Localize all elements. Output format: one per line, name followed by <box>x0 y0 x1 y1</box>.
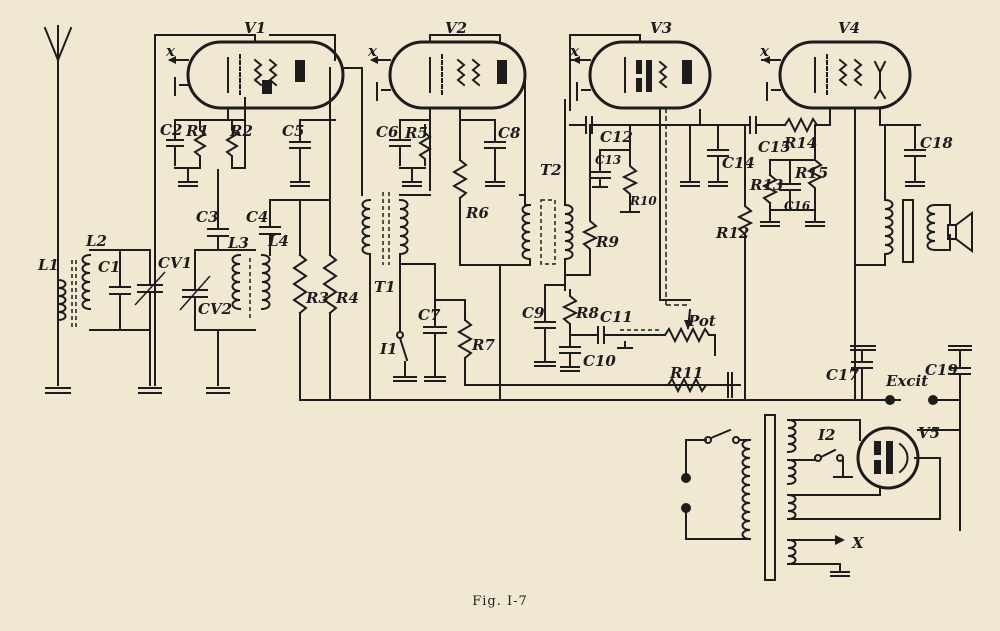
transformer-t2 <box>521 99 574 291</box>
label-c18: C18 <box>920 134 953 152</box>
resistor-r6 <box>452 107 531 266</box>
label-l4: L4 <box>267 232 289 250</box>
label-r13: R13 <box>749 176 783 194</box>
label-v1: V1 <box>244 19 266 37</box>
resistors-r3-r4 <box>292 67 338 401</box>
label-r2: R2 <box>229 122 253 140</box>
label-c3: C3 <box>196 208 218 226</box>
label-x-output: X <box>851 534 865 552</box>
label-c13: C13 <box>595 153 621 167</box>
tube-v1 <box>154 34 363 386</box>
potentiometer <box>659 99 733 398</box>
c7-r7 <box>423 299 741 386</box>
coil-l1 <box>56 260 77 330</box>
figure-caption: Fig. I-7 <box>472 594 528 609</box>
label-cv1: CV1 <box>158 254 192 272</box>
label-r5: R5 <box>404 124 428 142</box>
label-c17: C17 <box>826 366 859 384</box>
v4-input-network <box>699 107 831 401</box>
label-c5: C5 <box>282 122 304 140</box>
coil-l2 <box>81 249 166 386</box>
label-r1: R1 <box>185 122 209 140</box>
label-c2: C2 <box>160 121 182 139</box>
label-l1: L1 <box>37 256 59 274</box>
label-c10: C10 <box>583 352 616 370</box>
tube-v3 <box>569 34 712 126</box>
capacitor-c8 <box>459 119 506 187</box>
label-r11: R11 <box>669 364 703 382</box>
tube-v2 <box>370 34 527 196</box>
capacitor-c18 <box>904 124 926 187</box>
label-r9: R9 <box>595 233 619 251</box>
label-c7: C7 <box>418 306 441 324</box>
transformer-t1 <box>361 192 436 401</box>
label-r4: R4 <box>335 289 359 307</box>
coil-l3-l4 <box>179 169 331 386</box>
label-i1: I1 <box>379 340 397 358</box>
label-r6: R6 <box>465 204 489 222</box>
label-pot: Pot <box>687 312 716 330</box>
label-c14: C14 <box>722 154 755 172</box>
label-excit: Excit <box>885 372 928 390</box>
label-v3: V3 <box>650 19 672 37</box>
label-r14: R14 <box>783 134 817 152</box>
label-r15: R15 <box>794 164 828 182</box>
detector-network <box>534 284 661 372</box>
b-plus-bus <box>299 264 901 401</box>
label-c16: C16 <box>784 199 811 213</box>
label-cv2: CV2 <box>198 300 232 318</box>
component-labels: L1 L2 C1 CV1 CV2 L3 L4 C3 C4 C2 R1 R2 C5… <box>37 19 958 552</box>
ground-symbols <box>45 387 230 394</box>
label-c8: C8 <box>498 124 521 142</box>
label-l2: L2 <box>85 232 107 250</box>
label-r3: R3 <box>305 289 329 307</box>
v3-load-network <box>564 116 701 276</box>
label-r12: R12 <box>715 224 749 242</box>
label-r10: R10 <box>629 194 657 208</box>
label-c9: C9 <box>522 304 545 322</box>
label-c12: C12 <box>600 128 633 146</box>
power-supply <box>681 414 941 581</box>
label-c4: C4 <box>246 208 268 226</box>
label-v4: V4 <box>838 19 860 37</box>
v1-cathode-network <box>166 97 246 187</box>
label-c6: C6 <box>376 123 399 141</box>
label-r7: R7 <box>471 336 495 354</box>
label-c11: C11 <box>600 308 633 326</box>
label-l3: L3 <box>227 234 249 252</box>
label-c1: C1 <box>98 258 120 276</box>
label-x-v2: x <box>367 42 378 60</box>
label-c15: C15 <box>758 138 791 156</box>
label-t1: T1 <box>374 278 396 296</box>
label-v5: V5 <box>918 424 940 442</box>
tube-v4 <box>761 40 921 266</box>
label-x-v1: x <box>165 42 176 60</box>
label-t2: T2 <box>540 161 562 179</box>
switch-i1 <box>393 331 417 382</box>
tube-v5 <box>856 419 961 520</box>
antenna <box>43 25 73 386</box>
filter-capacitors <box>850 345 972 531</box>
label-i2: I2 <box>817 426 835 444</box>
label-c19: C19 <box>925 361 958 379</box>
v2-cathode-network <box>389 119 432 187</box>
label-x-v3: x <box>569 42 580 60</box>
label-v2: V2 <box>445 19 467 37</box>
label-r8: R8 <box>575 304 599 322</box>
output-transformer <box>854 124 973 266</box>
label-x-v4: x <box>759 42 770 60</box>
